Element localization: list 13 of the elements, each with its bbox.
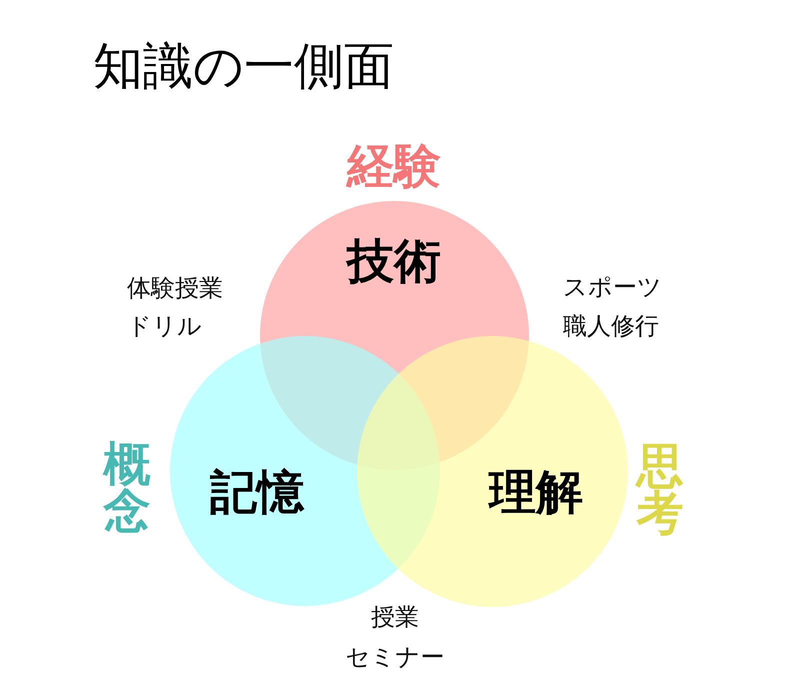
example-label: セミナー (346, 644, 444, 670)
example-label: 体験授業 (127, 275, 223, 302)
circle-heading: 概念 (104, 441, 150, 535)
circle-label: 技術 (347, 236, 441, 288)
example-label: 職人修行 (563, 313, 659, 340)
circle-label: 理解 (489, 467, 583, 519)
example-label: スポーツ (563, 274, 662, 300)
circle-label: 記憶 (210, 467, 304, 519)
example-label: ドリル (127, 313, 202, 340)
diagram-title: 知識の一側面 (93, 38, 394, 94)
example-label: 授業 (371, 604, 419, 630)
circle-heading: 思考 (636, 443, 684, 537)
circle-heading: 経験 (347, 141, 441, 193)
